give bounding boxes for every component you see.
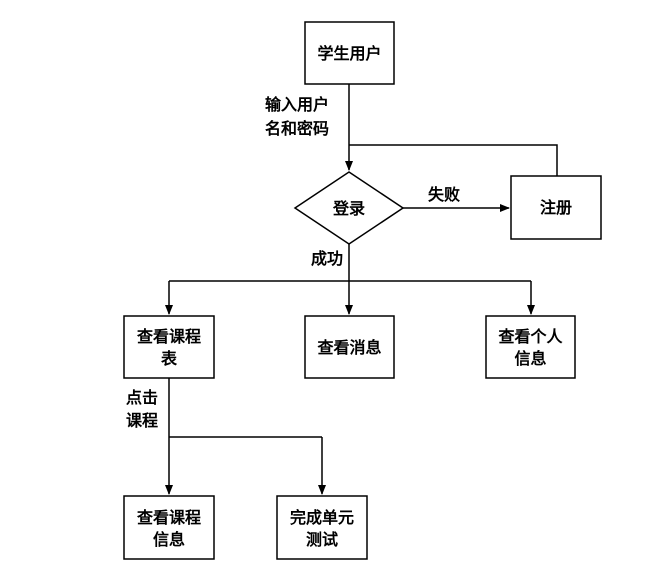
- edge-label-enter-credentials-line1: 输入用户: [265, 95, 329, 114]
- node-view-messages-box: [304, 315, 395, 379]
- node-complete-unit-test-box: [276, 495, 368, 560]
- node-login-diamond: [293, 171, 405, 245]
- edges: [165, 84, 558, 495]
- node-login: 登录: [293, 171, 405, 245]
- node-student-user: 学生用户: [304, 21, 395, 85]
- edge-register-to-login: [349, 144, 558, 176]
- node-view-personal-info-label-line2: 信息: [514, 349, 546, 368]
- node-complete-unit-test: 完成单元 测试: [276, 495, 368, 560]
- node-student-user-box: [304, 21, 395, 85]
- node-view-schedule: 查看课程 表: [123, 315, 215, 379]
- edge-label-click-course-line1: 点击: [126, 388, 158, 407]
- node-view-course-info-label-line2: 信息: [153, 530, 185, 549]
- node-view-messages-label: 查看消息: [317, 338, 381, 357]
- node-view-messages: 查看消息: [304, 315, 395, 379]
- node-register-label: 注册: [540, 198, 572, 217]
- edge-label-click-course: 点击 课程: [126, 388, 158, 430]
- node-view-schedule-label-line1: 查看课程: [137, 327, 201, 346]
- node-view-course-info-label-line1: 查看课程: [137, 508, 201, 527]
- node-complete-unit-test-label-line1: 完成单元: [290, 508, 354, 527]
- node-view-personal-info: 查看个人 信息: [485, 315, 576, 379]
- node-student-user-label: 学生用户: [317, 44, 381, 63]
- edge-label-enter-credentials: 输入用户 名和密码: [265, 95, 329, 138]
- edge-label-fail: 失败: [428, 185, 460, 204]
- edge-label-click-course-line2: 课程: [126, 411, 158, 430]
- node-view-schedule-box: [123, 315, 215, 379]
- node-register: 注册: [510, 175, 602, 240]
- node-view-course-info: 查看课程 信息: [123, 495, 215, 560]
- node-view-personal-info-label-line1: 查看个人: [498, 327, 563, 346]
- node-complete-unit-test-label-line2: 测试: [306, 530, 338, 549]
- edge-label-enter-credentials-line2: 名和密码: [265, 119, 329, 138]
- node-login-label: 登录: [332, 199, 365, 218]
- edge-label-success: 成功: [311, 249, 343, 268]
- node-view-personal-info-box: [485, 315, 576, 379]
- node-view-schedule-label-line2: 表: [160, 349, 178, 368]
- node-view-course-info-box: [123, 495, 215, 560]
- node-register-box: [510, 175, 602, 240]
